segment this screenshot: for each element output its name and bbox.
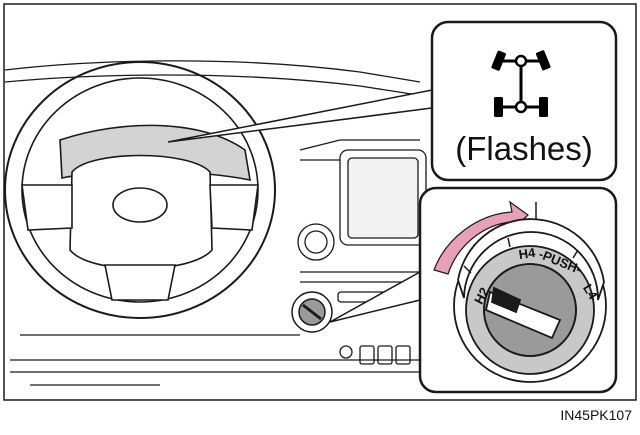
position-h2: H2 bbox=[471, 285, 492, 307]
console-button bbox=[377, 345, 393, 365]
wheel-emblem bbox=[112, 187, 168, 223]
callout-indicator: (Flashes) bbox=[430, 20, 618, 182]
rotation-arrow-icon bbox=[433, 200, 529, 275]
steering-wheel bbox=[4, 61, 276, 319]
console-knob-outer bbox=[297, 223, 335, 261]
console-port bbox=[339, 345, 353, 359]
console-button bbox=[359, 345, 375, 365]
figure-code: IN45PK107 bbox=[560, 407, 632, 423]
dash-transfer-switch bbox=[291, 291, 333, 333]
leader-lines bbox=[167, 89, 433, 323]
four-wheel-drive-indicator-icon bbox=[491, 50, 551, 117]
callout-switch: H2 H4 -PUSH- L4 bbox=[418, 186, 618, 394]
console-knob-inner bbox=[304, 230, 328, 254]
console-button bbox=[395, 345, 411, 365]
dial-ticks bbox=[463, 237, 579, 274]
position-h4: H4 bbox=[518, 245, 537, 262]
dashboard-outline bbox=[4, 60, 421, 386]
transfer-switch-dial-icon bbox=[453, 218, 607, 383]
center-console bbox=[297, 149, 427, 365]
indicator-caption: (Flashes) bbox=[455, 130, 593, 167]
